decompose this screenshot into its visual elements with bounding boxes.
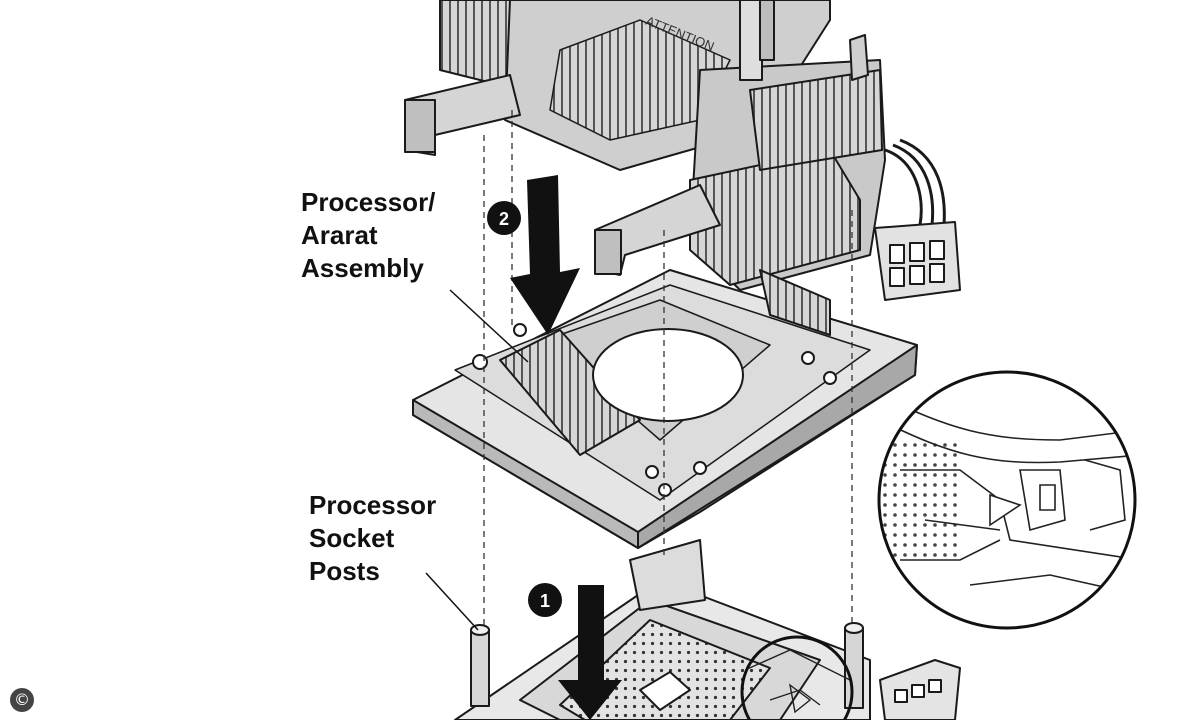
assembly-label-line-2: Ararat xyxy=(301,220,378,250)
posts-label-line-2: Socket xyxy=(309,523,395,553)
assembly-label-line-3: Assembly xyxy=(301,253,424,283)
copyright-badge: © xyxy=(10,688,34,712)
processor-socket-posts-label: Processor Socket Posts xyxy=(309,489,436,588)
step-2-marker: 2 xyxy=(487,201,521,235)
detail-source-circle xyxy=(740,635,854,720)
step-1-marker: 1 xyxy=(528,583,562,617)
assembly-leader-line xyxy=(449,289,529,363)
posts-leader-line xyxy=(425,572,479,631)
processor-ararat-assembly-label: Processor/ Ararat Assembly xyxy=(301,186,435,285)
posts-label-line-3: Posts xyxy=(309,556,380,586)
processor-plate xyxy=(412,269,918,549)
step-2-arrow xyxy=(510,175,580,335)
assembly-label-line-1: Processor/ xyxy=(301,187,436,217)
step-1-arrow xyxy=(558,585,622,720)
processor-socket xyxy=(454,539,961,720)
posts-label-line-1: Processor xyxy=(309,490,437,520)
step-1-number: 1 xyxy=(540,591,550,611)
heatsink-assembly xyxy=(404,0,961,301)
detail-zoom-circle xyxy=(877,370,1137,630)
step-2-number: 2 xyxy=(499,209,509,229)
